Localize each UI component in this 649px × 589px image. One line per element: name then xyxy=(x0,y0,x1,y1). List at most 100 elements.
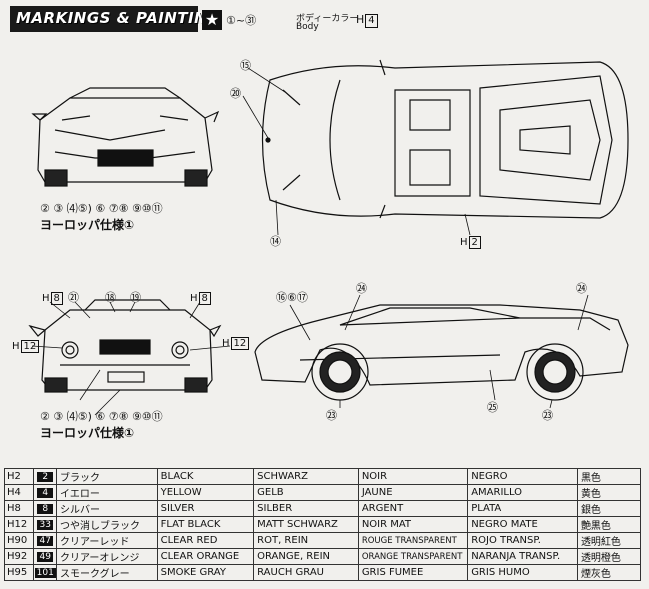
color-name-cn: 銀色 xyxy=(576,500,642,517)
callout-14: ⑭ xyxy=(270,235,281,248)
rear-spec-label: ヨーロッパ仕様① xyxy=(40,426,135,440)
callout-21: ㉑ xyxy=(68,291,79,304)
color-name-jp: スモークグレー xyxy=(56,564,158,581)
color-number: 8 xyxy=(33,500,58,517)
color-name-cn: 透明紅色 xyxy=(576,532,642,549)
color-name-en: YELLOW xyxy=(156,484,255,501)
color-name-jp: つや消しブラック xyxy=(56,516,158,533)
color-h-code: H90 xyxy=(3,532,35,549)
color-number: 47 xyxy=(33,532,58,549)
color-number-badge: 33 xyxy=(37,520,54,530)
color-h-code: H95 xyxy=(3,564,35,581)
car-drawings xyxy=(28,59,629,416)
color-name-fr: JAUNE xyxy=(357,484,469,501)
page-title: MARKINGS & PAINTING xyxy=(16,9,221,27)
color-name-de: ORANGE, REIN xyxy=(253,548,359,565)
color-name-de: SCHWARZ xyxy=(253,468,359,485)
rear-codes: ② ③ ⑷⑤) ⑥ ⑦⑧ ⑨⑩⑪ xyxy=(40,410,163,423)
star-range: ①~㉛ xyxy=(226,14,257,27)
color-name-de: MATT SCHWARZ xyxy=(253,516,359,533)
color-name-fr: ROUGE TRANSPARENT xyxy=(357,532,469,549)
side-view-drawing xyxy=(254,304,629,401)
color-name-jp: イエロー xyxy=(56,484,158,501)
color-name-en: FLAT BLACK xyxy=(156,516,255,533)
callout-24-right: ㉔ xyxy=(576,282,587,295)
color-name-es: NEGRO MATE xyxy=(467,516,578,533)
callout-18: ⑱ xyxy=(105,291,116,304)
color-number: 101 xyxy=(33,564,58,581)
color-h-code: H2 xyxy=(3,468,35,485)
color-name-es: NARANJA TRANSP. xyxy=(467,548,578,565)
color-number: 49 xyxy=(33,548,58,565)
color-name-de: ROT, REIN xyxy=(253,532,359,549)
color-name-fr: NOIR xyxy=(357,468,469,485)
color-name-fr: NOIR MAT xyxy=(357,516,469,533)
top-view-drawing xyxy=(261,59,629,219)
color-number-badge: 49 xyxy=(37,552,54,562)
color-number-badge: 47 xyxy=(37,536,54,546)
color-name-en: SILVER xyxy=(156,500,255,517)
color-h-code: H92 xyxy=(3,548,35,565)
color-name-es: PLATA xyxy=(467,500,578,517)
color-number: 4 xyxy=(33,484,58,501)
color-h-code: H8 xyxy=(3,500,35,517)
color-number-badge: 101 xyxy=(34,568,56,578)
callout-20: ⑳ xyxy=(230,87,241,100)
color-h-code: H4 xyxy=(3,484,35,501)
color-name-es: AMARILLO xyxy=(467,484,578,501)
color-name-de: RAUCH GRAU xyxy=(253,564,359,581)
callout-23-left: ㉓ xyxy=(326,409,337,422)
callout-16-17: ⑯⑥⑰ xyxy=(276,291,308,304)
color-name-jp: ブラック xyxy=(56,468,158,485)
color-name-cn: 艶黒色 xyxy=(576,516,642,533)
color-name-es: ROJO TRANSP. xyxy=(467,532,578,549)
color-name-cn: 黒色 xyxy=(576,468,642,485)
rear-view-drawing xyxy=(28,299,222,393)
callout-25: ㉕ xyxy=(487,401,498,414)
callout-24-left: ㉔ xyxy=(356,282,367,295)
color-name-es: GRIS HUMO xyxy=(467,564,578,581)
body-color-label-en: Body xyxy=(296,22,319,32)
color-name-cn: 煙灰色 xyxy=(576,564,642,581)
star-icon: ★ xyxy=(202,10,222,30)
color-name-fr: ARGENT xyxy=(357,500,469,517)
color-name-jp: クリアーレッド xyxy=(56,532,158,549)
front-codes: ② ③ ⑷⑤) ⑥ ⑦⑧ ⑨⑩⑪ xyxy=(40,202,163,215)
title-banner xyxy=(10,6,198,32)
color-name-cn: 黄色 xyxy=(576,484,642,501)
color-number-badge: 4 xyxy=(37,488,54,498)
color-name-jp: クリアーオレンジ xyxy=(56,548,158,565)
color-name-en: CLEAR ORANGE xyxy=(156,548,255,565)
color-number: 2 xyxy=(33,468,58,485)
color-name-de: GELB xyxy=(253,484,359,501)
color-name-de: SILBER xyxy=(253,500,359,517)
callout-19: ⑲ xyxy=(130,291,141,304)
color-number-badge: 2 xyxy=(37,472,54,482)
color-name-fr: GRIS FUMEE xyxy=(357,564,469,581)
color-name-fr: ORANGE TRANSPARENT xyxy=(357,548,469,565)
callout-15: ⑮ xyxy=(240,59,251,72)
color-name-cn: 透明橙色 xyxy=(576,548,642,565)
color-name-en: CLEAR RED xyxy=(156,532,255,549)
front-view-drawing xyxy=(31,87,220,187)
color-name-es: NEGRO xyxy=(467,468,578,485)
color-number-badge: 8 xyxy=(37,504,54,514)
color-name-en: SMOKE GRAY xyxy=(156,564,255,581)
color-h-code: H12 xyxy=(3,516,35,533)
color-name-jp: シルバー xyxy=(56,500,158,517)
